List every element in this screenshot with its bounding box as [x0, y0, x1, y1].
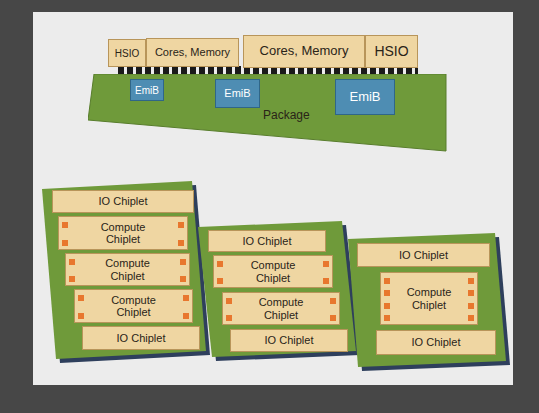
contact-pad — [384, 303, 390, 309]
contact-pad — [468, 315, 474, 321]
package-slab: Package EmiB EmiB EmiB — [88, 74, 448, 152]
node-label: IO Chiplet — [412, 336, 461, 348]
contact-pad — [226, 315, 232, 321]
contact-pad — [78, 295, 84, 301]
chiplet-box: Compute Chiplet — [222, 292, 340, 325]
contact-pad — [78, 313, 84, 319]
emib-bridge: EmiB — [215, 79, 260, 108]
panel — [33, 12, 513, 385]
contact-pad — [178, 240, 184, 246]
chiplet-box: Cores, Memory — [146, 38, 239, 67]
node-label: Compute Chiplet — [97, 257, 159, 281]
node-label: HSIO — [115, 48, 139, 59]
chiplet-box: IO Chiplet — [82, 326, 200, 350]
chiplet-box: Compute Chiplet — [58, 216, 188, 250]
chiplet-box: IO Chiplet — [376, 330, 496, 355]
contact-pad — [217, 261, 223, 267]
contact-pad — [323, 261, 329, 267]
contact-pad — [330, 315, 336, 321]
node-label: IO Chiplet — [99, 195, 148, 207]
node-label: EmiB — [135, 85, 159, 96]
node-label: EmiB — [224, 87, 250, 99]
contact-pad — [384, 290, 390, 296]
chiplet-box: IO Chiplet — [357, 243, 490, 267]
node-label: Compute Chiplet — [250, 296, 312, 320]
chiplet-box: Cores, Memory — [243, 35, 365, 68]
contact-pad — [384, 315, 390, 321]
chiplet-box: IO Chiplet — [208, 230, 326, 252]
contact-pad — [183, 295, 189, 301]
chiplet-box: Compute Chiplet — [74, 289, 193, 323]
contact-pad — [180, 259, 186, 265]
node-label: IO Chiplet — [265, 334, 314, 346]
contact-pad — [183, 313, 189, 319]
contact-pad — [62, 240, 68, 246]
node-label: Compute Chiplet — [401, 286, 457, 310]
chiplet-box: IO Chiplet — [230, 329, 348, 352]
contact-pad — [330, 298, 336, 304]
contact-pad — [468, 278, 474, 284]
node-label: EmiB — [349, 90, 380, 104]
chiplet-box: HSIO — [365, 35, 418, 68]
chiplet-box: Compute Chiplet — [380, 272, 478, 325]
node-label: Cores, Memory — [155, 46, 230, 58]
node-label: IO Chiplet — [117, 332, 166, 344]
package-boards — [42, 181, 510, 371]
node-label: IO Chiplet — [243, 235, 292, 247]
contact-pad — [180, 276, 186, 282]
contact-pad — [226, 298, 232, 304]
emib-bridge: EmiB — [335, 79, 395, 115]
contact-pad — [217, 278, 223, 284]
contact-pad — [323, 278, 329, 284]
contact-pad — [69, 259, 75, 265]
node-label: Compute Chiplet — [92, 221, 154, 245]
node-label: Compute Chiplet — [103, 294, 165, 318]
contact-pad — [384, 278, 390, 284]
node-label: IO Chiplet — [399, 249, 448, 261]
contact-pad — [62, 222, 68, 228]
chiplet-box: Compute Chiplet — [213, 255, 333, 288]
emib-bridge: EmiB — [130, 79, 164, 101]
contact-pad — [468, 303, 474, 309]
contact-pad — [178, 222, 184, 228]
node-label: Cores, Memory — [260, 44, 349, 58]
node-label: Compute Chiplet — [242, 259, 304, 283]
node-label: HSIO — [374, 44, 408, 59]
contact-pad — [69, 276, 75, 282]
chiplet-box: Compute Chiplet — [65, 253, 190, 286]
node-label: Package — [263, 109, 310, 122]
chiplet-box: IO Chiplet — [52, 190, 194, 213]
chiplet-box: HSIO — [108, 39, 146, 67]
contact-pad — [468, 290, 474, 296]
